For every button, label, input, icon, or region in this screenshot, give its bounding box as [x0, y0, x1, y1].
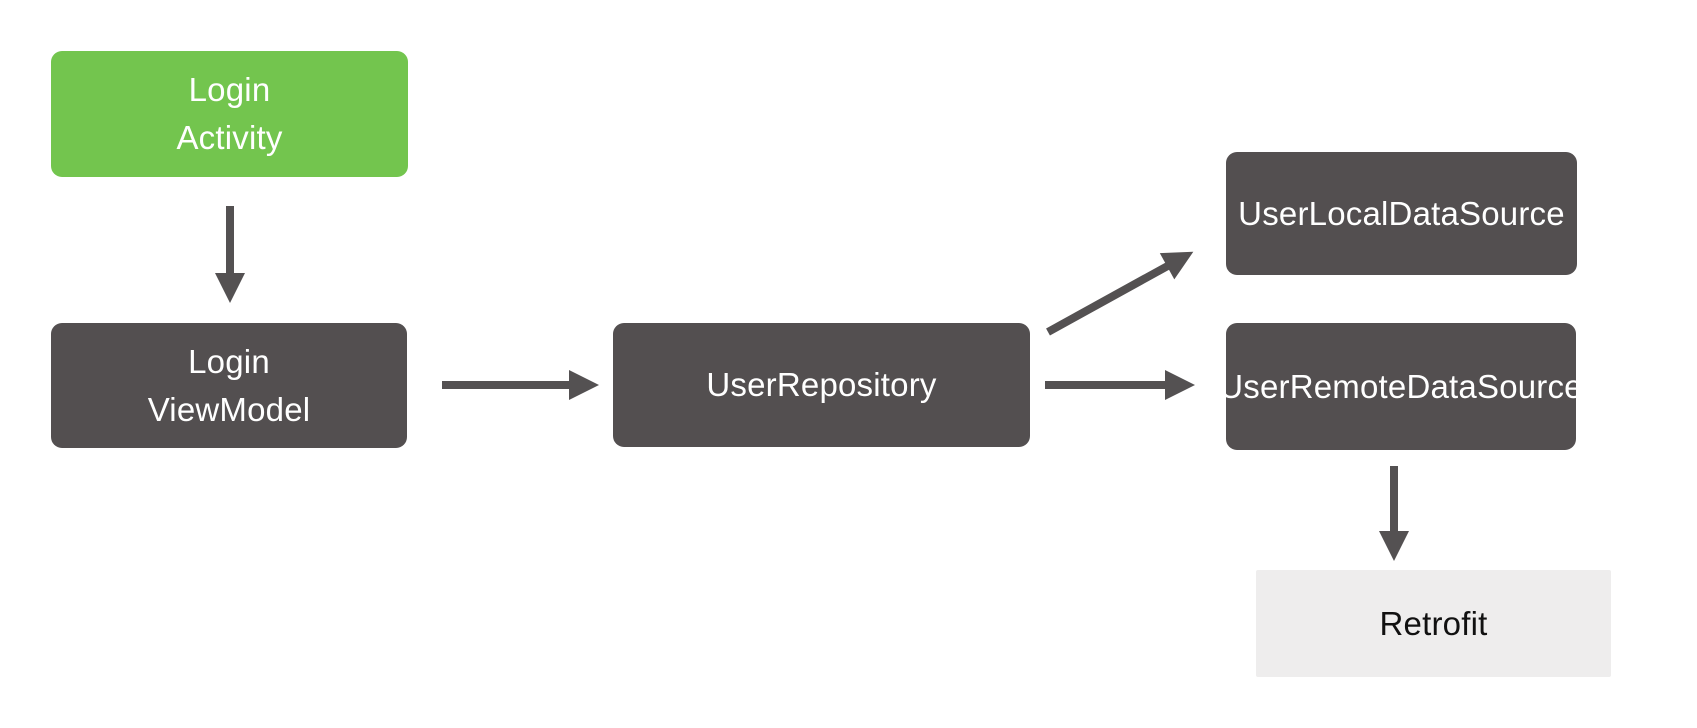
node-login-viewmodel-label: Login ViewModel: [147, 342, 311, 428]
arrow-login-viewmodel-to-user-repository: [442, 370, 599, 400]
node-login-activity: Login Activity: [51, 51, 408, 177]
arrow-shaft: [1046, 261, 1172, 336]
arrow-head-icon: [1159, 238, 1201, 280]
arrow-shaft: [1390, 466, 1398, 534]
arrow-head-icon: [569, 370, 599, 400]
arrow-user-repository-to-user-remote-data-source: [1045, 370, 1195, 400]
arrow-shaft: [1045, 381, 1168, 389]
node-login-activity-label: Login Activity: [176, 71, 283, 156]
arrow-user-repository-to-user-local-data-source: [1046, 238, 1201, 336]
node-user-repository: UserRepository: [613, 323, 1030, 447]
arrow-user-remote-data-source-to-retrofit: [1379, 466, 1409, 561]
node-user-local-data-source-label: UserLocalDataSource: [1238, 194, 1565, 232]
arrow-login-activity-to-login-viewmodel: [215, 206, 245, 303]
arrow-shaft: [226, 206, 234, 276]
arrow-head-icon: [1379, 531, 1409, 561]
node-login-viewmodel: Login ViewModel: [51, 323, 407, 448]
arrow-shaft: [442, 381, 572, 389]
node-user-local-data-source: UserLocalDataSource: [1226, 152, 1577, 275]
node-user-repository-label: UserRepository: [706, 366, 937, 404]
node-user-remote-data-source-label: UserRemoteDataSource: [1219, 367, 1583, 405]
node-retrofit: Retrofit: [1256, 570, 1611, 677]
arrow-head-icon: [1165, 370, 1195, 400]
node-user-remote-data-source: UserRemoteDataSource: [1219, 323, 1583, 450]
arrow-head-icon: [215, 273, 245, 303]
node-retrofit-label: Retrofit: [1379, 604, 1488, 642]
